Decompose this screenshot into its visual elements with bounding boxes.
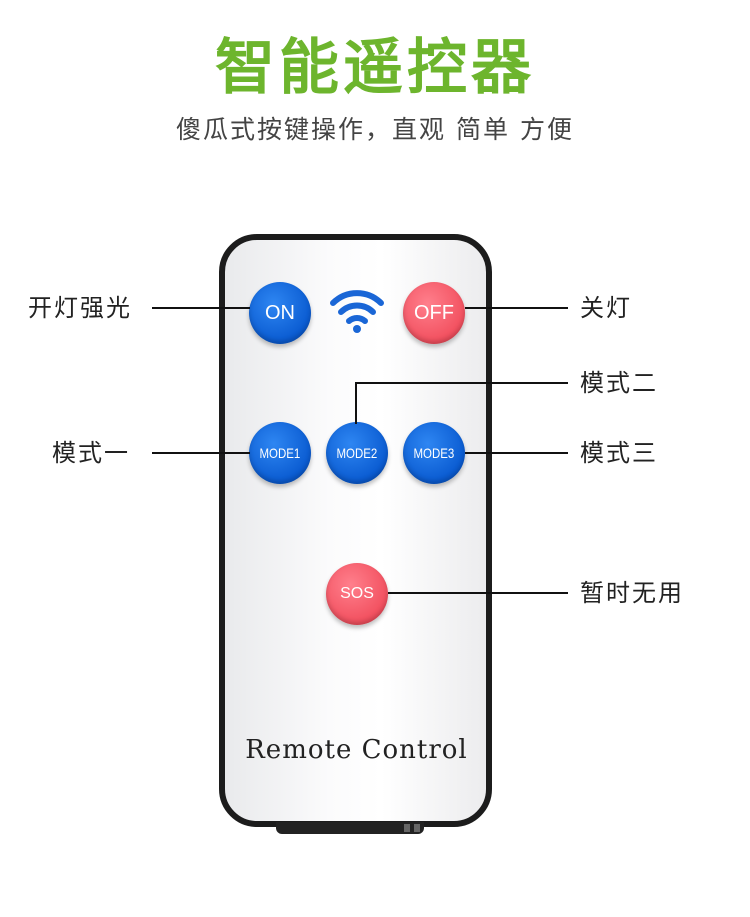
callout-line-off (465, 307, 568, 309)
callout-line-mode2 (355, 382, 568, 384)
mode2-button[interactable]: MODE2 (326, 422, 388, 484)
callout-label-mode3: 模式三 (580, 439, 658, 467)
remote-notch (404, 824, 410, 832)
mode2-button-label: MODE2 (336, 445, 378, 461)
callout-label-mode1: 模式一 (52, 439, 130, 467)
callout-label-mode2: 模式二 (580, 369, 658, 397)
callout-line-mode3 (465, 452, 568, 454)
mode3-button[interactable]: MODE3 (403, 422, 465, 484)
on-button[interactable]: ON (249, 282, 311, 344)
remote-brand-label: Remote Control (245, 735, 468, 765)
page-title: 智能遥控器 (215, 33, 535, 103)
sos-button[interactable]: SOS (326, 563, 388, 625)
callout-line-on (152, 307, 250, 309)
sos-button-label: SOS (340, 585, 374, 602)
mode3-button-label: MODE3 (413, 445, 455, 461)
page-subtitle: 傻瓜式按键操作，直观 简单 方便 (176, 115, 574, 144)
remote-base (276, 822, 424, 834)
callout-label-on: 开灯强光 (28, 294, 132, 322)
off-button-label: OFF (414, 301, 454, 324)
wifi-signal-icon (330, 290, 384, 333)
callout-line-mode2-vertical (355, 382, 357, 424)
remote-notch (414, 824, 420, 832)
mode1-button[interactable]: MODE1 (249, 422, 311, 484)
callout-line-sos (388, 592, 568, 594)
callout-label-off: 关灯 (580, 294, 632, 322)
callout-line-mode1 (152, 452, 250, 454)
mode1-button-label: MODE1 (259, 445, 301, 461)
callout-label-sos: 暂时无用 (580, 579, 684, 607)
off-button[interactable]: OFF (403, 282, 465, 344)
on-button-label: ON (265, 301, 295, 324)
